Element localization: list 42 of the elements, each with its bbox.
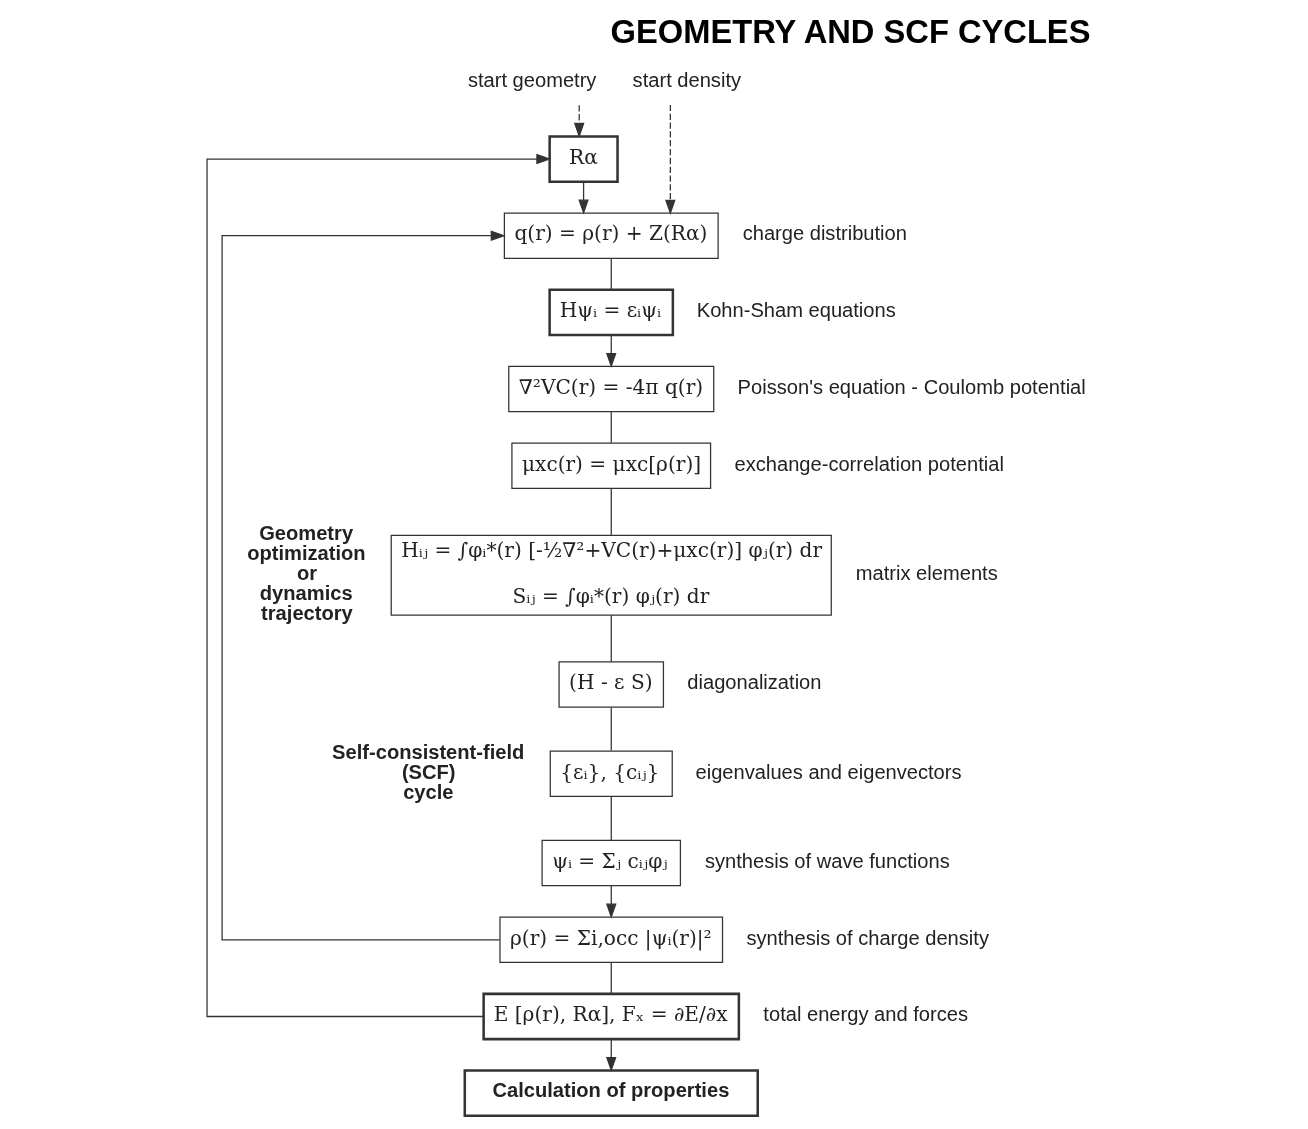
connector bbox=[610, 796, 612, 841]
node-label: eigenvalues and eigenvectors bbox=[695, 760, 962, 783]
arrow bbox=[206, 153, 552, 1018]
arrow bbox=[665, 104, 676, 215]
connector bbox=[610, 258, 612, 291]
arrow bbox=[221, 230, 506, 941]
node-box: {εᵢ}, {cᵢⱼ} bbox=[549, 750, 673, 798]
node-box: Hψᵢ = εᵢψᵢ bbox=[548, 288, 675, 337]
arrow bbox=[573, 104, 585, 138]
node-box: q(r) = ρ(r) + Z(Rα) bbox=[503, 212, 719, 259]
arrow bbox=[578, 181, 589, 215]
node-label: total energy and forces bbox=[763, 1003, 968, 1026]
connector bbox=[610, 411, 612, 444]
node-label: diagonalization bbox=[687, 671, 822, 694]
node-label: Poisson's equation - Coulomb potential bbox=[737, 375, 1086, 398]
label: Self-consistent-field (SCF) cycle bbox=[332, 740, 525, 803]
node-box: Rα bbox=[548, 135, 619, 183]
node-box: ρ(r) = Σi,occ |ψᵢ(r)|² bbox=[499, 916, 724, 964]
label: Geometry optimization or dynamics trajectory bbox=[247, 521, 366, 625]
node-label: charge distribution bbox=[742, 222, 907, 245]
node-text: start geometry bbox=[467, 69, 597, 92]
arrow bbox=[605, 1038, 617, 1073]
arrow bbox=[605, 885, 617, 919]
connector bbox=[610, 487, 612, 536]
node-box: μxc(r) = μxc[ρ(r)] bbox=[511, 442, 712, 490]
node-label: synthesis of charge density bbox=[746, 926, 989, 949]
diagram-title: GEOMETRY AND SCF CYCLES bbox=[610, 13, 1091, 51]
node-label: matrix elements bbox=[855, 561, 998, 584]
node-box: Hᵢⱼ = ∫φᵢ*(r) [-½∇²+VC(r)+μxc(r)] φⱼ(r) dr Sᵢⱼ = ∫φᵢ*(r) φⱼ(r) dr bbox=[390, 534, 832, 616]
connector bbox=[610, 706, 612, 752]
node-text: start density bbox=[632, 69, 742, 92]
node-label: synthesis of wave functions bbox=[704, 849, 950, 872]
node-box: ψᵢ = Σⱼ cᵢⱼφⱼ bbox=[541, 839, 682, 887]
node-box: ∇²VC(r) = -4π q(r) bbox=[508, 365, 715, 413]
node-label: Kohn-Sham equations bbox=[696, 299, 896, 322]
node-box: (H - ε S) bbox=[558, 661, 665, 708]
connector bbox=[610, 962, 612, 995]
connector bbox=[610, 614, 612, 663]
node-box: Calculation of properties bbox=[463, 1069, 759, 1118]
arrow bbox=[605, 334, 617, 368]
node-label: exchange-correlation potential bbox=[734, 452, 1004, 475]
node-box: E [ρ(r), Rα], Fₓ = ∂E/∂x bbox=[482, 992, 741, 1041]
